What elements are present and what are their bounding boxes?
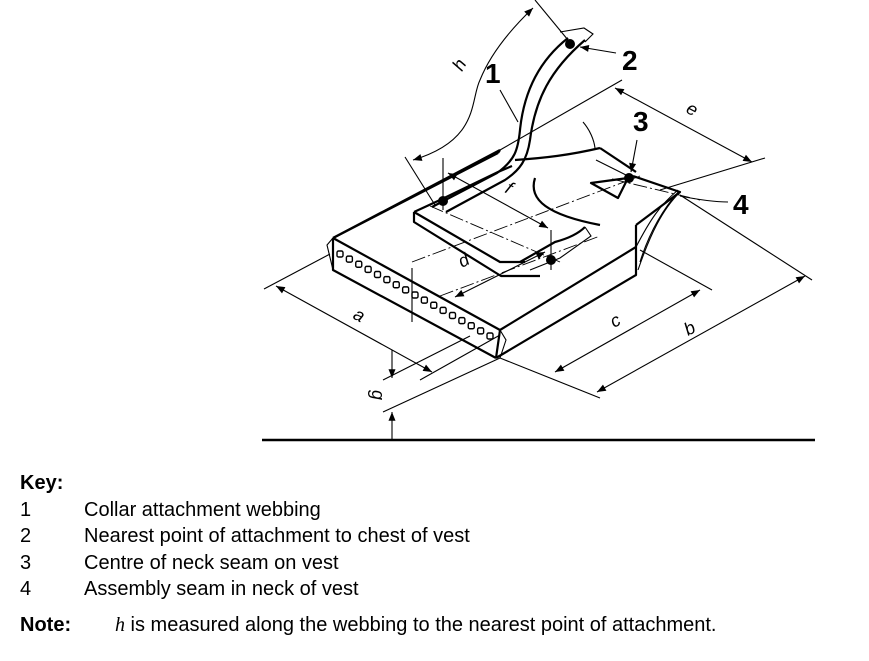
key-item-text: Centre of neck seam on vest (84, 551, 339, 574)
callout-1: 1 (485, 58, 501, 89)
stitch-hole (373, 270, 382, 279)
vest-collar-diagram: 1 2 3 4 h f e d a c b g (262, 0, 815, 442)
vest-block (326, 149, 681, 359)
note-variable: h (115, 614, 125, 636)
stitch-hole (392, 281, 400, 289)
stitch-hole (420, 296, 429, 304)
stitch-hole (430, 301, 438, 309)
note: Note: h is measured along the webbing to… (20, 614, 716, 637)
callout-leaders (499, 44, 729, 203)
key-title: Key: (20, 472, 64, 494)
key-item: 1 Collar attachment webbing (20, 497, 470, 524)
key-item-number: 2 (20, 525, 32, 547)
callout-2: 2 (622, 45, 638, 76)
dimension-d: d (454, 249, 473, 272)
neck-seam (589, 159, 682, 201)
key-item-number: 1 (20, 498, 32, 521)
dimension-c: c (606, 310, 623, 332)
stitch-hole (476, 327, 485, 335)
dimension-h: h (448, 55, 470, 74)
note-label: Note: (20, 614, 72, 636)
stitch-hole (355, 260, 363, 268)
dimension-e: e (683, 98, 701, 120)
key-item-number: 3 (20, 551, 32, 574)
key-item: 3 Centre of neck seam on vest (20, 550, 470, 577)
note-text: is measured along the webbing to the nea… (125, 614, 717, 636)
stitch-hole (336, 250, 344, 258)
stitch-hole (467, 322, 475, 330)
dimension-a: a (350, 304, 368, 326)
callout-3: 3 (633, 106, 649, 137)
dimension-lines (263, 0, 813, 440)
key-item-text: Nearest point of attachment to chest of … (84, 525, 470, 547)
stitch-hole (364, 265, 372, 274)
stitch-hole (439, 306, 447, 315)
stitch-hole (448, 311, 457, 320)
key-item-text: Assembly seam in neck of vest (84, 578, 359, 600)
stitch-hole (383, 275, 391, 284)
stitch-hole (458, 316, 466, 325)
stitch-hole (401, 286, 410, 294)
key-legend: Key: 1 Collar attachment webbing 2 Neare… (20, 470, 470, 603)
dimension-g: g (368, 390, 388, 400)
callout-4: 4 (733, 189, 749, 220)
key-item: 2 Nearest point of attachment to chest o… (20, 523, 470, 550)
stitch-hole (486, 332, 494, 340)
key-item-text: Collar attachment webbing (84, 498, 321, 521)
stitch-hole (345, 255, 354, 263)
stitch-hole (411, 291, 419, 299)
key-item-number: 4 (20, 578, 32, 600)
key-item: 4 Assembly seam in neck of vest (20, 576, 470, 603)
dimension-b: b (680, 317, 698, 339)
